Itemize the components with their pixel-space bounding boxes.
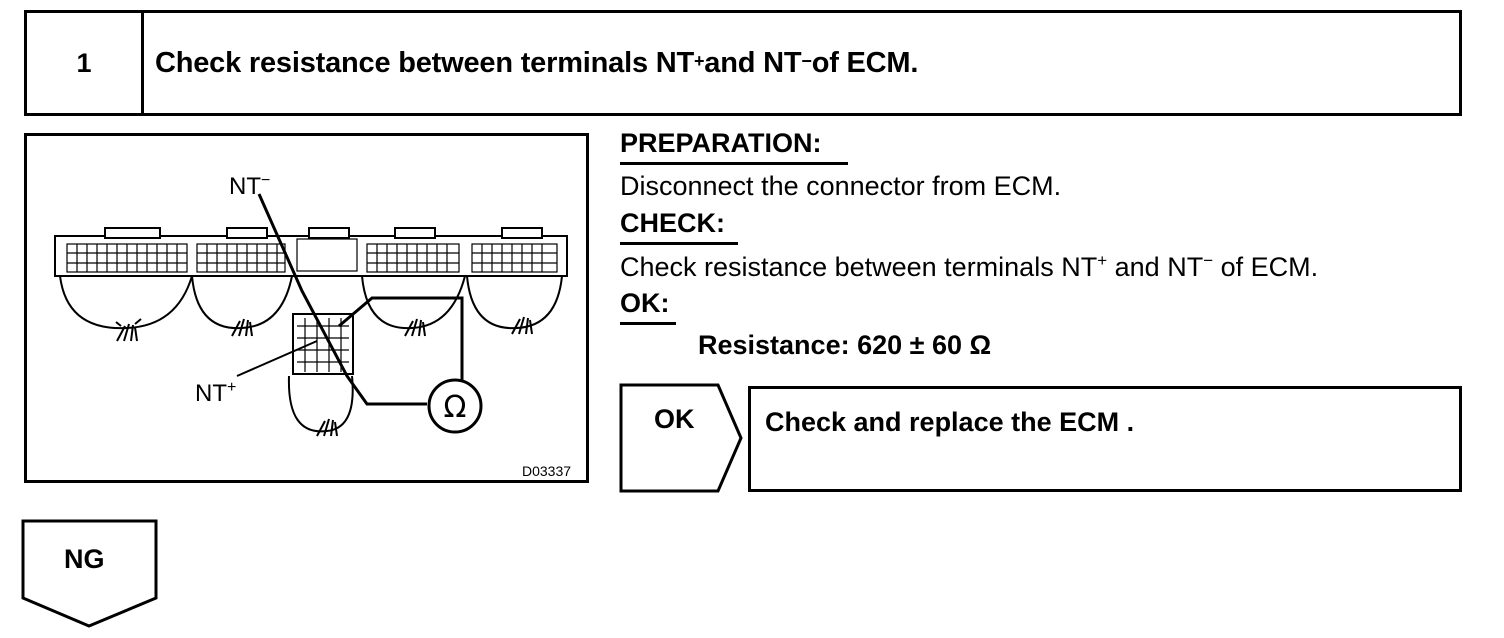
check-heading: CHECK: bbox=[620, 208, 725, 238]
resistance-spec: Resistance: 620 ± 60 Ω bbox=[698, 330, 992, 360]
step-title-text-1: Check resistance between terminals NT bbox=[155, 46, 694, 79]
check-text-sup-minus: − bbox=[1203, 251, 1214, 270]
harness-loop-1 bbox=[59, 275, 193, 330]
harness-loop-4 bbox=[466, 275, 563, 330]
preparation-text: Disconnect the connector from ECM. bbox=[620, 171, 1062, 201]
step-title-text-3: of ECM. bbox=[811, 46, 919, 79]
step-title-text-2: and NT bbox=[704, 46, 802, 79]
step-title-sup-plus: + bbox=[693, 50, 705, 71]
harness-loop-3 bbox=[361, 275, 466, 330]
leader-nt-plus bbox=[236, 340, 318, 377]
check-underline bbox=[620, 242, 738, 245]
connector-tab-3 bbox=[308, 227, 350, 239]
connector-tab-4 bbox=[394, 227, 436, 239]
ok-heading: OK: bbox=[620, 288, 670, 318]
step-title: Check resistance between terminals NT+ a… bbox=[155, 13, 918, 113]
connector-tab-5 bbox=[501, 227, 543, 239]
check-text: Check resistance between terminals NT+ a… bbox=[620, 251, 1318, 283]
connector-tab-2 bbox=[226, 227, 268, 239]
check-text-1: Check resistance between terminals NT bbox=[620, 252, 1098, 282]
ohm-symbol: Ω bbox=[444, 390, 467, 425]
connector-diagram: Ω NT− NT+ D03337 bbox=[24, 133, 589, 483]
ok-result-box: Check and replace the ECM . bbox=[748, 386, 1462, 492]
ok-action-text: Check and replace the ECM . bbox=[765, 407, 1135, 437]
preparation-underline bbox=[620, 162, 848, 165]
label-nt-minus: NT− bbox=[229, 172, 270, 200]
connector-body bbox=[54, 235, 568, 277]
ok-label: OK bbox=[654, 404, 695, 434]
ok-arrow bbox=[619, 383, 743, 493]
wire-nt-minus bbox=[257, 193, 427, 406]
check-text-3: of ECM. bbox=[1213, 252, 1319, 282]
step-title-sup-minus: − bbox=[801, 50, 812, 71]
figure-code: D03337 bbox=[522, 463, 571, 479]
connector-tab-1 bbox=[104, 227, 161, 239]
check-text-2: and NT bbox=[1107, 252, 1204, 282]
harness-loop-2 bbox=[191, 275, 293, 330]
harness-loop-5 bbox=[287, 375, 354, 433]
step-header: 1 Check resistance between terminals NT+… bbox=[24, 10, 1462, 116]
preparation-heading: PREPARATION: bbox=[620, 128, 822, 158]
ng-label: NG bbox=[64, 544, 105, 574]
check-text-sup-plus: + bbox=[1097, 251, 1108, 270]
ok-underline bbox=[620, 322, 676, 325]
label-nt-plus: NT+ bbox=[195, 379, 236, 407]
step-number: 1 bbox=[27, 13, 144, 113]
ng-arrow bbox=[21, 519, 158, 628]
connector-diagram-svg: Ω NT− NT+ D03337 bbox=[54, 172, 571, 479]
wire-nt-plus bbox=[338, 296, 464, 404]
ohmmeter-icon bbox=[427, 378, 483, 434]
